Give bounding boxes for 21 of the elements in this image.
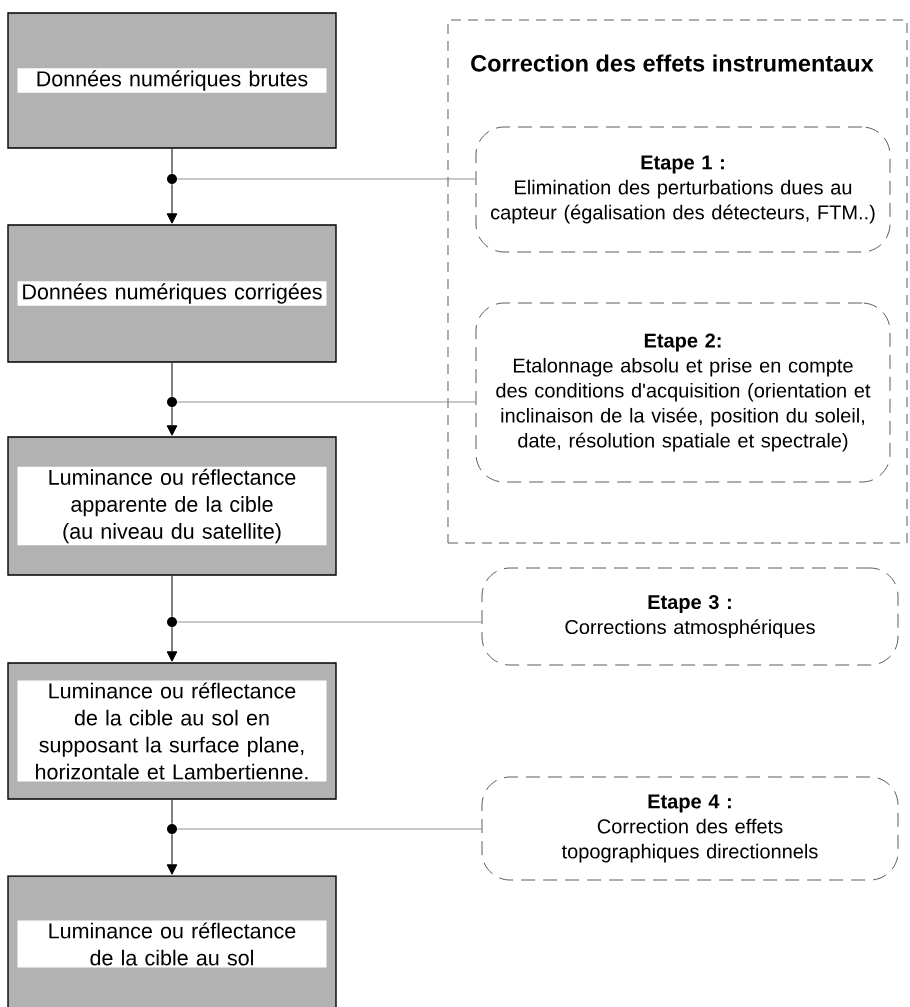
- process-box: Données numériques brutes: [7, 12, 337, 149]
- step-box: Etape 2: Etalonnage absolu et prise en compte des conditions d'acquisition (orientation et inclinaison de la visée, position du soleil, date, résolution spatiale et spectrale): [475, 302, 891, 483]
- connector-line: [171, 575, 173, 618]
- step-box: Etape 1 : Elimination des perturbations dues au capteur (égalisation des détecteurs, FTM..): [475, 126, 891, 253]
- leader-line: [176, 621, 482, 623]
- leader-line: [176, 828, 482, 830]
- process-box: Luminance ou réflectance de la cible au sol en supposant la surface plane, horizontale et Lambertienne.: [7, 662, 337, 800]
- arrow: [166, 833, 178, 875]
- leader-line: [176, 401, 476, 403]
- connector-line: [171, 148, 173, 175]
- arrow: [166, 406, 178, 436]
- process-box: Luminance ou réflectance de la cible au sol: [7, 875, 337, 1007]
- connector-line: [171, 799, 173, 825]
- process-box: Luminance ou réflectance apparente de la cible (au niveau du satellite): [7, 436, 337, 576]
- step-box: Etape 3 : Corrections atmosphériques: [481, 567, 899, 666]
- leader-line: [176, 178, 476, 180]
- arrow: [166, 183, 178, 224]
- connector-line: [171, 362, 173, 398]
- step-box: Etape 4 : Correction des effets topographiques directionnels: [481, 776, 899, 881]
- process-box: Données numériques corrigées: [7, 224, 337, 363]
- arrow: [166, 626, 178, 662]
